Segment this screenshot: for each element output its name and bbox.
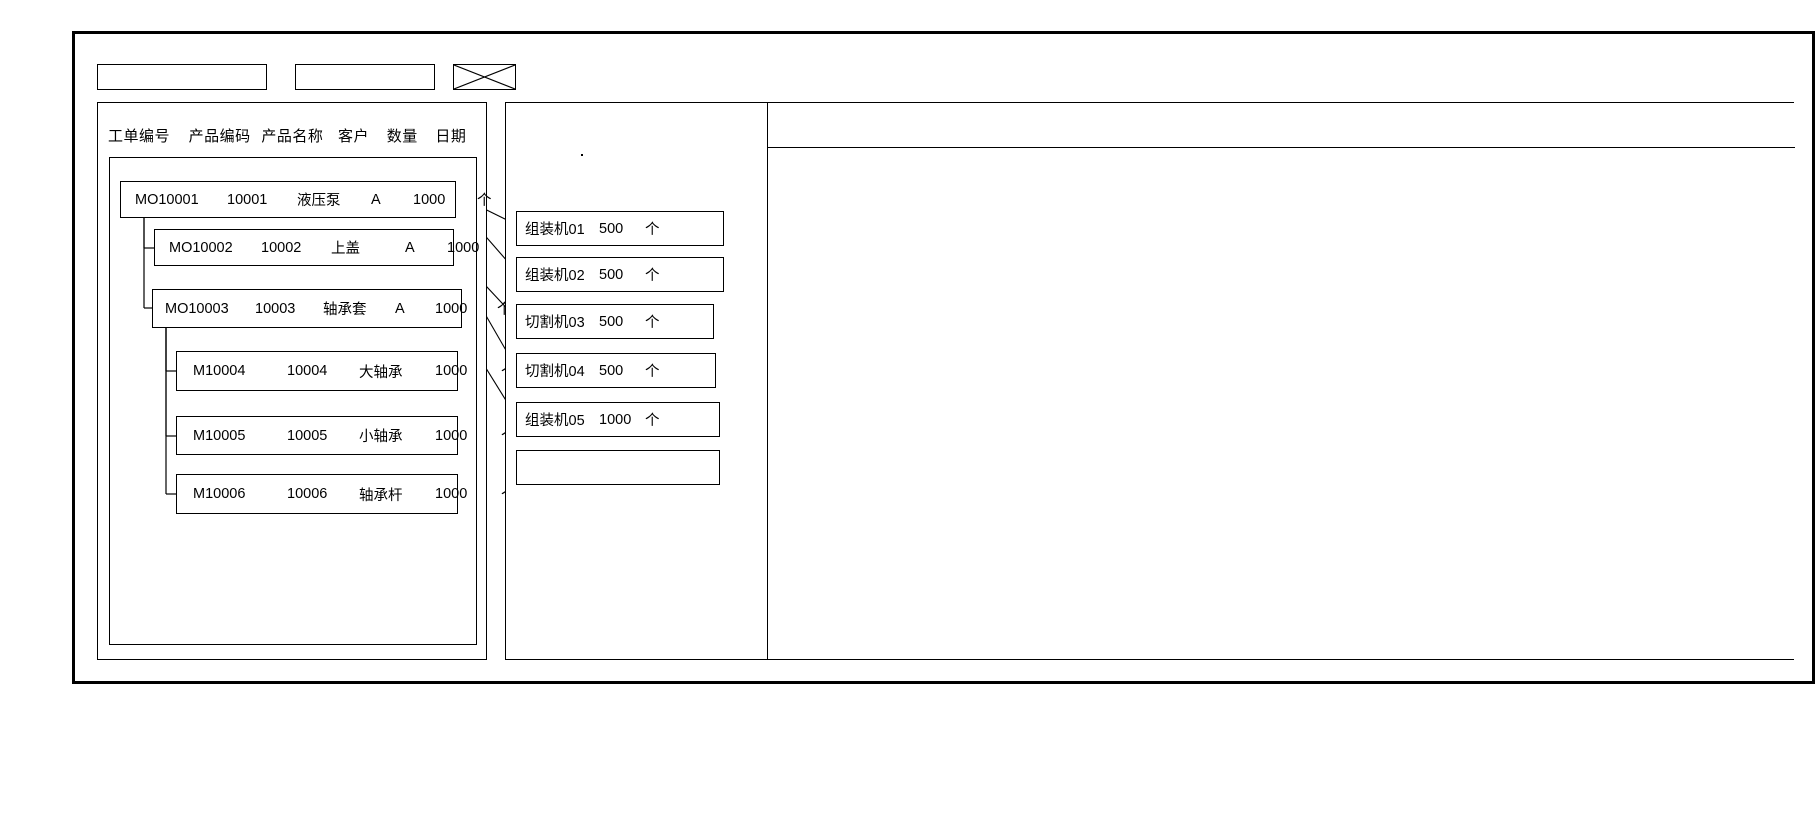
list-item[interactable]: 组装机02 500 个 [516,257,724,292]
dot-marker [581,154,583,156]
row-product-name: 轴承杆 [359,487,403,504]
list-item[interactable]: 组装机01 500 个 [516,211,724,246]
machine-name: 切割机03 [525,315,585,331]
detail-panel-header-divider [768,147,1795,148]
column-header-product-code: 产品编码 [188,128,251,145]
row-product-code: 10004 [287,363,328,379]
machine-unit: 个 [645,364,660,380]
list-item[interactable]: 切割机03 500 个 [516,304,714,339]
machine-quantity: 500 [599,266,624,283]
column-header-customer: 客户 [338,128,370,145]
machine-name: 组装机01 [525,222,585,238]
row-customer: A [405,239,415,256]
machine-unit: 个 [645,268,660,284]
list-item[interactable]: 组装机05 1000 个 [516,402,720,437]
row-quantity: 1000 [447,239,480,256]
detail-panel [767,102,1795,660]
machine-quantity: 1000 [599,411,632,428]
row-order-no: MO10003 [165,300,229,317]
machine-quantity: 500 [599,313,624,330]
image-placeholder-icon[interactable] [453,64,516,90]
list-item[interactable]: 切割机04 500 个 [516,353,716,388]
table-row[interactable]: M10006 10006 轴承杆 1000 个 [176,474,516,514]
row-order-no: MO10002 [169,239,233,256]
table-row[interactable]: MO10001 10001 液压泵 A 1000 个 [120,181,492,218]
row-product-name: 大轴承 [359,364,403,381]
row-order-no: MO10001 [135,191,199,208]
machine-unit: 个 [645,413,660,429]
row-order-no: M10004 [193,363,246,379]
column-header-quantity: 数量 [386,128,418,145]
column-header-order-no: 工单编号 [108,128,171,145]
row-product-name: 轴承套 [323,302,367,318]
column-header-product-name: 产品名称 [261,128,324,145]
detail-panel-header [768,103,1794,147]
machine-name: 组装机05 [525,413,585,429]
machine-name: 切割机04 [525,364,585,380]
row-product-code: 10006 [287,486,328,502]
row-customer: A [395,300,405,317]
table-row[interactable]: MO10002 10002 上盖 A 1000 个 [154,229,526,266]
row-quantity: 1000 [435,427,468,444]
app-window: 工单编号 产品编码 产品名称 客户 数量 日期 [72,31,1815,684]
row-order-no: M10006 [193,486,246,502]
row-product-name: 小轴承 [359,429,403,445]
work-order-column-headers: 工单编号 产品编码 产品名称 客户 数量 日期 [108,125,478,146]
row-product-code: 10005 [287,427,328,444]
row-product-name: 液压泵 [297,193,341,209]
list-item-empty[interactable] [516,450,720,485]
row-quantity: 1000 [435,363,468,379]
row-quantity: 1000 [435,300,468,317]
row-quantity: 1000 [413,191,446,208]
row-product-name: 上盖 [331,241,360,257]
machine-name: 组装机02 [525,268,585,284]
row-unit: 个 [477,193,492,209]
work-order-tree: MO10001 10001 液压泵 A 1000 个 MO10002 10002… [109,157,526,645]
row-product-code: 10001 [227,191,268,208]
row-order-no: M10005 [193,427,246,444]
machine-assignment-panel: 组装机01 500 个 组装机02 500 个 切割机03 500 个 切割机0… [505,102,767,660]
detail-panel-content[interactable] [768,148,1794,660]
row-product-code: 10002 [261,239,302,256]
machine-quantity: 500 [599,220,624,237]
toolbar-field-1[interactable] [97,64,267,90]
machine-unit: 个 [645,315,660,331]
work-order-panel: 工单编号 产品编码 产品名称 客户 数量 日期 [97,102,526,660]
table-row[interactable]: M10005 10005 小轴承 1000 个 [176,416,516,455]
column-header-date: 日期 [435,128,467,145]
table-row[interactable]: M10004 10004 大轴承 1000 个 [176,351,516,391]
row-customer: A [371,191,381,208]
row-product-code: 10003 [255,300,296,317]
table-row[interactable]: MO10003 10003 轴承套 A 1000 个 [152,289,512,328]
machine-quantity: 500 [599,362,624,379]
machine-unit: 个 [645,222,660,238]
row-quantity: 1000 [435,486,468,502]
toolbar-field-2[interactable] [295,64,435,90]
